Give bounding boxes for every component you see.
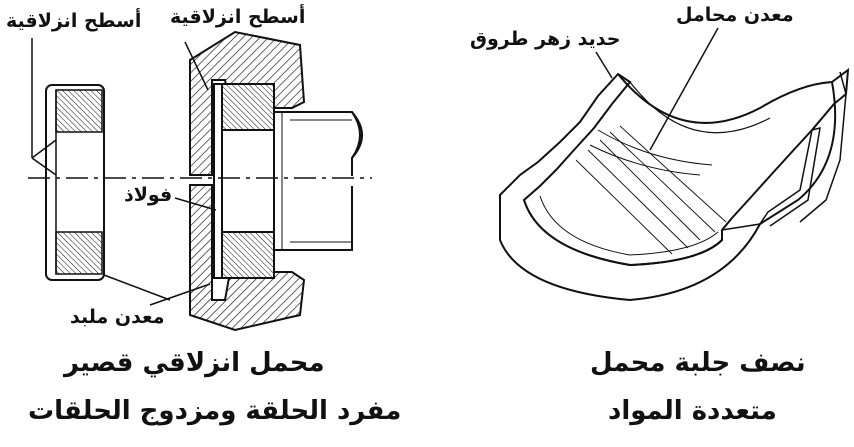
right-caption-line1: نصف جلبة محمل — [590, 348, 806, 378]
label-cast-iron: حديد زهر طروق — [470, 28, 621, 50]
label-lining-metal: معدن ملبد — [70, 306, 165, 328]
single-ring-bushing — [45, 84, 105, 281]
left-caption-line2: مفرد الحلقة ومزدوج الحلقات — [28, 396, 402, 426]
label-steel: فولاذ — [124, 184, 173, 206]
half-bearing-shell — [499, 67, 850, 302]
double-ring-housing — [189, 30, 363, 332]
right-leader-lines — [595, 27, 719, 151]
right-caption-line2: متعددة المواد — [608, 396, 777, 426]
left-leader-lines — [31, 38, 217, 306]
label-bearing-metal: معدن محامل — [676, 4, 794, 26]
left-caption-line1: محمل انزلاقي قصير — [64, 348, 325, 378]
label-sliding-surfaces: أسطح انزلاقية — [6, 10, 142, 32]
label-sliding-surfaces-2: أسطح انزلاقية — [170, 6, 306, 28]
